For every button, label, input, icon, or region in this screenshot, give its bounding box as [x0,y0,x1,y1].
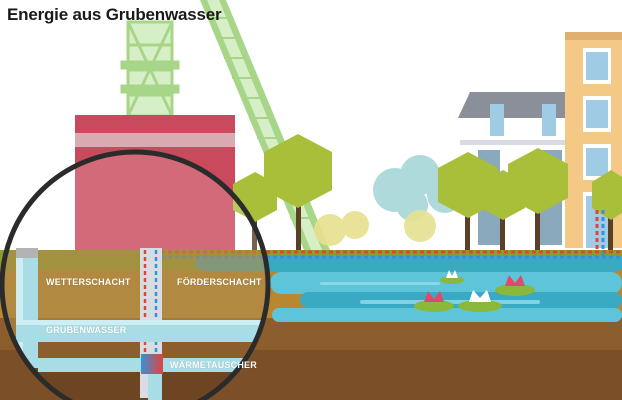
page-title: Energie aus Grubenwasser [7,5,222,24]
underground-cross-section [2,152,268,400]
water-lily-icon [440,270,464,284]
heat-exchanger-icon [141,354,163,374]
water-lily-icon [495,275,535,296]
tree-icon [592,170,622,250]
label-wetterschacht: WETTERSCHACHT [46,277,131,287]
magnifier-circle-icon [0,149,271,400]
label-foerderschacht: FÖRDERSCHACHT [177,277,262,287]
water-lily-icon [414,291,454,312]
water-lily-icon [458,290,502,312]
tree-icon [264,134,332,250]
label-waermetauscher: WÄRMETAUSCHER [170,360,257,370]
mine-water-channel [16,320,268,342]
label-grubenwasser: GRUBENWASSER [46,325,127,335]
mine-building [75,115,235,255]
headframe-tower-icon [120,20,180,118]
tree-icon [508,148,568,250]
